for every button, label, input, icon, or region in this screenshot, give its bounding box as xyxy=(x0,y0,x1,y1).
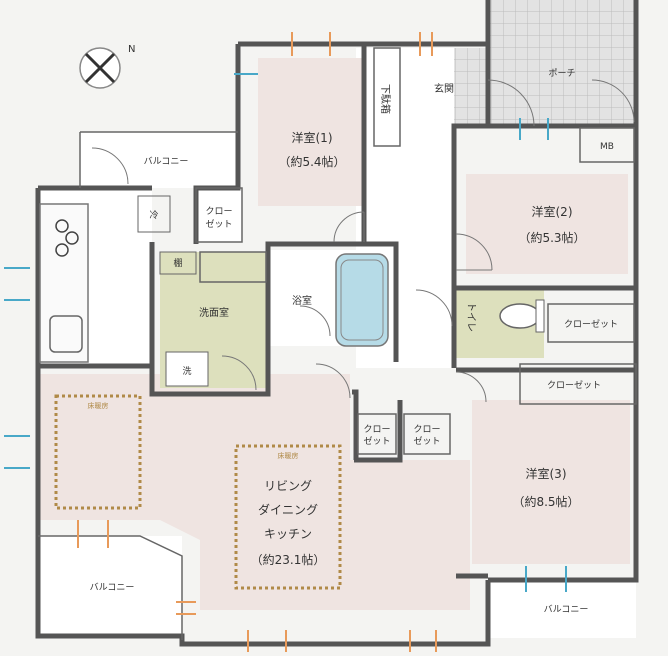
compass-arrow xyxy=(84,52,116,84)
room-western3-fill xyxy=(472,400,630,564)
closet-2-outline xyxy=(547,303,635,343)
walls-inner xyxy=(40,44,636,579)
floor-heating-area-1 xyxy=(54,394,142,510)
door-entrance xyxy=(487,79,535,127)
room-western3-size: （約8.5帖） xyxy=(512,494,579,509)
bathtub xyxy=(335,253,389,347)
washbasin xyxy=(199,251,267,283)
ldk-line1: リビング xyxy=(264,479,312,493)
ldk-line2: ダイニング xyxy=(258,502,318,517)
floor-heating-label-1: 床暖房 xyxy=(88,401,109,410)
window-markers xyxy=(4,32,567,652)
door-washroom xyxy=(221,355,257,391)
closet-1-label-line2: ゼット xyxy=(205,218,232,230)
balcony-top-label: バルコニー xyxy=(144,156,189,167)
stove-burner-1 xyxy=(55,219,69,233)
shelf-box xyxy=(159,251,197,275)
toilet-tank xyxy=(535,299,545,333)
balcony-bl-floor xyxy=(38,536,182,636)
room-ldk-fill xyxy=(40,374,470,610)
balcony-top-floor xyxy=(80,132,238,188)
shoebox-outline xyxy=(373,47,401,147)
door-bath xyxy=(299,305,331,337)
closet-4-label-line2: ゼット xyxy=(363,435,390,447)
bathtub-inner xyxy=(340,259,384,341)
room-western3-name: 洋室(3) xyxy=(526,466,567,481)
room-western1-name: 洋室(1) xyxy=(292,130,333,145)
ldk-size: （約23.1帖） xyxy=(251,552,326,567)
room-western2-size: （約5.3帖） xyxy=(518,230,585,245)
porch-label: ポーチ xyxy=(548,68,575,79)
door-toilet xyxy=(415,289,453,327)
balcony-bottom-right-label: バルコニー xyxy=(544,604,589,615)
toilet-bowl xyxy=(499,303,541,329)
balcony-bottom-left-label: バルコニー xyxy=(90,582,135,593)
closet-4-label-line1: クロー xyxy=(363,424,390,435)
entrance-label: 玄関 xyxy=(434,82,454,95)
wall-balcony-divider xyxy=(38,131,238,640)
door-western1 xyxy=(333,211,365,243)
door-porch xyxy=(591,79,635,123)
porch-tiles xyxy=(488,0,636,126)
toilet-label: トイレ xyxy=(465,302,476,332)
mb-label: MB xyxy=(600,142,614,152)
shoebox-label: 下駄箱 xyxy=(379,84,392,114)
door-western3 xyxy=(455,371,487,403)
door-western2 xyxy=(455,233,493,271)
closet-5-outline xyxy=(403,413,451,455)
washer-box xyxy=(165,351,209,387)
floor-heating-area-2 xyxy=(234,444,342,590)
closet-5-label-line2: ゼット xyxy=(413,435,440,447)
room-western1-fill xyxy=(258,58,364,206)
fridge-label: 冷 xyxy=(149,209,158,221)
closet-4-outline xyxy=(357,413,397,455)
mb-outline xyxy=(579,127,635,163)
kitchen-counter xyxy=(39,203,89,363)
ldk-line3: キッチン xyxy=(264,527,312,541)
balcony-br-floor xyxy=(488,580,636,638)
washroom-label: 洗面室 xyxy=(199,306,229,319)
door-balcony-top xyxy=(91,147,129,185)
room-western1-size: （約5.4帖） xyxy=(278,154,345,169)
door-ldk xyxy=(315,363,351,399)
closet-area-floor xyxy=(196,188,242,242)
fridge-box xyxy=(137,195,171,233)
closet-1-label-line1: クロー xyxy=(205,206,232,217)
washer-label: 洗 xyxy=(182,365,191,377)
compass: N xyxy=(79,44,135,89)
closet-1-outline xyxy=(195,187,243,243)
closet-3-outline xyxy=(519,363,637,405)
compass-north-label: N xyxy=(128,44,135,55)
floor-heating-label-2: 床暖房 xyxy=(278,451,299,460)
closet-5-label-line1: クロー xyxy=(413,424,440,435)
closet-3-label: クローゼット xyxy=(547,379,601,391)
stove-burner-2 xyxy=(65,231,79,245)
kitchen-sink xyxy=(49,315,83,353)
shelf-label: 棚 xyxy=(173,257,182,269)
bath-label: 浴室 xyxy=(292,294,312,307)
room-western2-name: 洋室(2) xyxy=(532,204,573,219)
stove-burner-3 xyxy=(55,243,69,257)
room-western2-fill xyxy=(466,174,628,274)
closet-2-label: クローゼット xyxy=(564,318,618,330)
